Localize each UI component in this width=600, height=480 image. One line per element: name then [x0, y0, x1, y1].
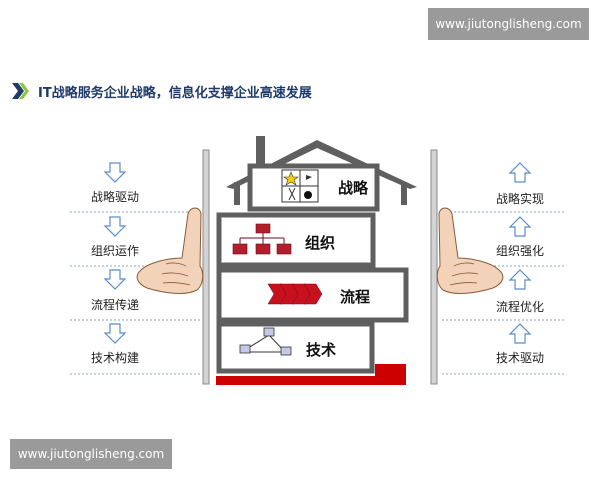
strategy-grid-icon — [281, 169, 319, 203]
up-arrow-icon — [508, 216, 532, 237]
down-arrow-icon — [103, 269, 127, 290]
right-label-org-strengthen: 组织强化 — [495, 244, 544, 258]
foundation — [216, 376, 406, 385]
right-label-strategy-realize: 战略实现 — [495, 192, 544, 206]
up-arrow-icon — [508, 162, 532, 183]
chimney — [256, 136, 265, 166]
left-label-tech-build: 技术构建 — [90, 351, 139, 365]
floor-label-process: 流程 — [340, 288, 371, 306]
watermark-bottom: www.jiutonglisheng.com — [10, 439, 172, 469]
left-label-process-transfer: 流程传递 — [90, 298, 139, 312]
side-pillars — [202, 149, 438, 385]
up-arrow-icon — [508, 323, 532, 344]
roof — [226, 140, 417, 189]
source-credit: 搜狐号@无忧知识星球 — [466, 396, 566, 407]
page-title-row: IT战略服务企业战略，信息化支撑企业高速发展 — [10, 80, 312, 102]
floor-label-strategy: 战略 — [338, 179, 369, 197]
left-label-strategy-driven: 战略驱动 — [90, 190, 139, 204]
floor-label-organization: 组织 — [305, 234, 336, 252]
right-up-arrows — [508, 162, 532, 344]
network-computers-icon — [239, 327, 292, 356]
left-pointing-hand-icon — [136, 207, 204, 294]
left-down-arrows — [103, 162, 127, 344]
watermark-top: www.jiutonglisheng.com — [428, 8, 589, 40]
down-arrow-icon — [103, 216, 127, 237]
process-chevrons-icon — [267, 283, 323, 305]
right-label-tech-drive: 技术驱动 — [495, 351, 544, 365]
left-label-org-operation: 组织运作 — [90, 244, 139, 258]
org-chart-icon — [232, 223, 292, 255]
up-arrow-icon — [508, 269, 532, 290]
right-label-process-optimize: 流程优化 — [495, 300, 544, 314]
down-arrow-icon — [103, 162, 127, 183]
floor-label-technology: 技术 — [306, 341, 337, 359]
right-pointing-hand-icon — [436, 207, 504, 294]
down-arrow-icon — [103, 323, 127, 344]
page-title: IT战略服务企业战略，信息化支撑企业高速发展 — [38, 85, 312, 101]
floor-organization — [216, 212, 376, 268]
chevron-right-icon — [12, 83, 29, 99]
